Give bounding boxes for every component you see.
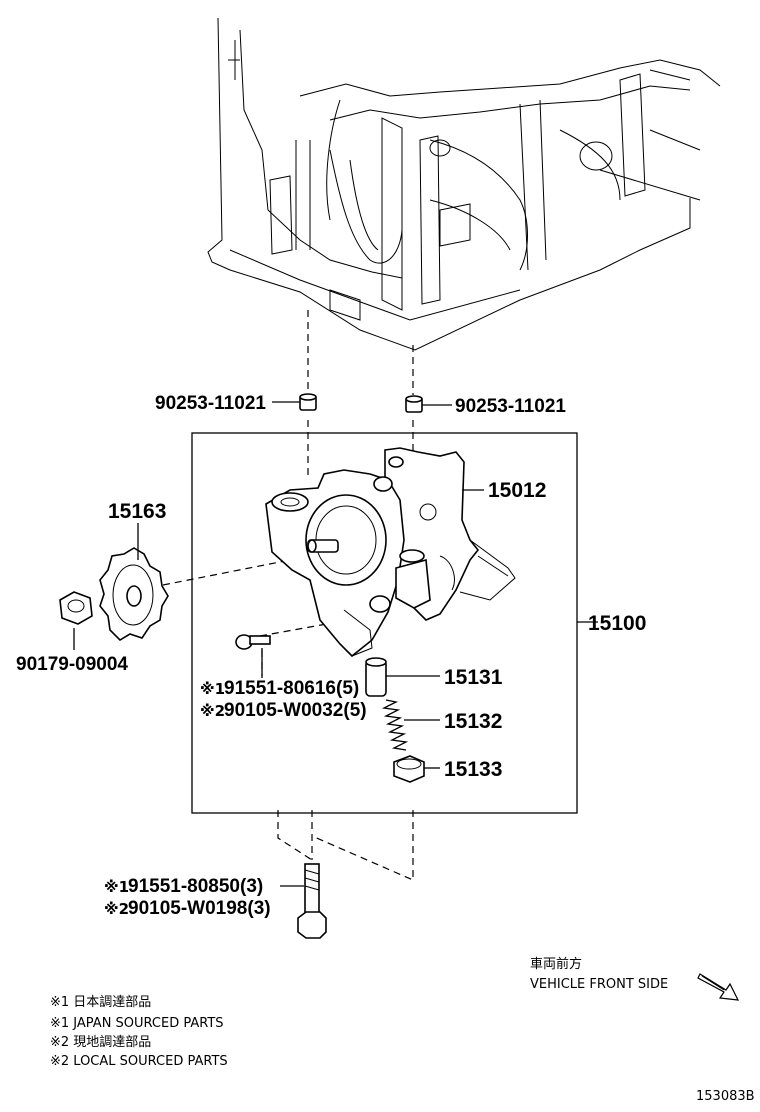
arrow-down-right-icon	[697, 973, 740, 1001]
callout-pump-assy: 15100	[588, 612, 646, 635]
callout-sprocket: 15163	[108, 500, 166, 523]
legend-line-2: ※1 JAPAN SOURCED PARTS	[50, 1016, 224, 1031]
callout-bolt-long-1: 91551-80850(3)	[128, 876, 263, 897]
legend-line-4: ※2 LOCAL SOURCED PARTS	[50, 1054, 228, 1069]
relief-valve-plug[interactable]	[393, 755, 425, 783]
legend-line-1: ※1 日本調達部品	[50, 995, 151, 1010]
callout-bolt-small-1: 91551-80616(5)	[224, 678, 359, 699]
bolt-small-mark-1: ※1	[200, 680, 225, 698]
figure-id: 153083B	[696, 1089, 755, 1104]
callout-plug: 15133	[444, 758, 502, 781]
callout-spring: 15132	[444, 710, 502, 733]
callout-bolt-small-2: 90105-W0032(5)	[224, 700, 367, 721]
callout-bolt-long-2: 90105-W0198(3)	[128, 898, 271, 919]
pump-mounting-bolt-small[interactable]	[235, 634, 271, 650]
pump-mounting-bolt-long[interactable]	[297, 863, 327, 939]
direction-label-en: VEHICLE FRONT SIDE	[530, 977, 668, 992]
dowel-pin-right[interactable]	[405, 395, 423, 413]
callout-valve: 15131	[444, 666, 503, 689]
relief-valve[interactable]	[365, 657, 387, 697]
callout-nut: 90179-09004	[16, 654, 128, 675]
callout-cover: 15012	[488, 479, 546, 502]
bolt-small-mark-2: ※2	[200, 702, 225, 720]
oil-pump-sprocket[interactable]	[99, 547, 169, 642]
sprocket-nut[interactable]	[59, 591, 93, 625]
bolt-long-mark-1: ※1	[104, 878, 129, 896]
callout-dowel-left: 90253-11021	[155, 393, 266, 414]
oil-pump-assembly-box	[191, 432, 578, 814]
legend: ※1 日本調達部品 ※1 JAPAN SOURCED PARTS ※2 現地調達…	[50, 995, 228, 1069]
legend-line-3: ※2 現地調達部品	[50, 1035, 151, 1050]
direction-label-jp: 車両前方	[530, 956, 582, 972]
bolt-long-mark-2: ※2	[104, 900, 129, 918]
relief-valve-spring[interactable]	[381, 699, 409, 751]
engine-block-illustration	[207, 17, 721, 351]
dowel-pin-left[interactable]	[299, 393, 317, 411]
leader-lines	[73, 401, 598, 887]
callout-dowel-right: 90253-11021	[455, 396, 566, 417]
oil-pump-body[interactable]	[265, 447, 516, 658]
